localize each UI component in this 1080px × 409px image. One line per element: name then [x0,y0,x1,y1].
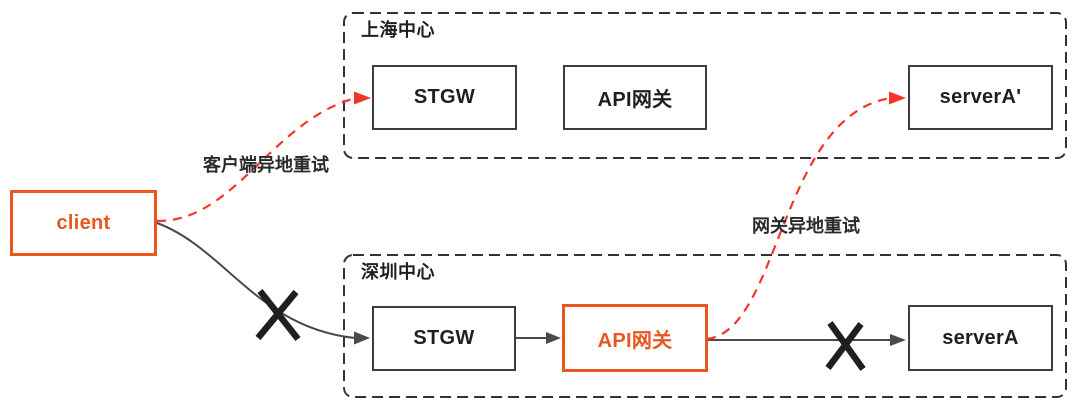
edge-gateway-to-servera-arrowhead [890,334,906,346]
region-shenzhen-border [343,254,1067,398]
edge-gateway-retry-arrowhead [889,91,906,105]
node-client: client [10,190,157,256]
region-shenzhen-label: 深圳中心 [361,262,435,282]
node-shanghai-stgw: STGW [372,65,517,130]
edge-client-to-shenzhen-arrowhead [354,331,370,345]
edge-gateway-retry-path [706,96,892,341]
edge-client-retry-path [156,96,357,223]
failure-x-client-path [255,288,301,342]
node-shanghai-servera-prime: serverA' [908,65,1053,130]
failure-x-gateway-path [825,321,866,371]
node-shanghai-api-gateway: API网关 [563,65,707,130]
edge-client-to-shenzhen-path [156,222,356,339]
label-client-retry: 客户端异地重试 [203,155,329,175]
edge-client-retry-arrowhead [354,91,371,105]
region-shanghai-border [343,12,1067,159]
region-shanghai-label: 上海中心 [361,20,435,40]
edge-stgw-to-gateway-arrowhead [546,332,561,344]
node-shenzhen-api-gateway: API网关 [562,304,708,372]
node-shenzhen-servera: serverA [908,305,1053,371]
label-gateway-retry: 网关异地重试 [752,216,860,236]
node-shenzhen-stgw: STGW [372,306,516,371]
